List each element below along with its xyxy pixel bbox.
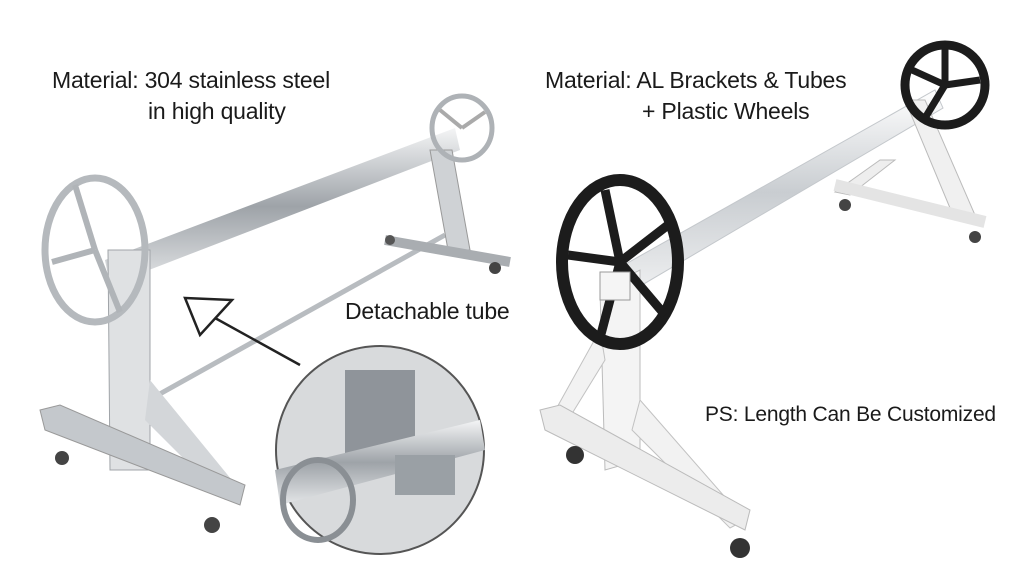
large-steel-wheel (41, 174, 149, 326)
right-material-label: Material: AL Brackets & Tubes (545, 67, 847, 93)
reel-tube (105, 128, 460, 285)
detachable-tube-label: Detachable tube (345, 298, 510, 324)
small-steel-wheel (429, 93, 495, 163)
right-wheels-label: + Plastic Wheels (642, 98, 810, 124)
large-black-wheel (556, 174, 684, 350)
aluminum-reel (539, 40, 990, 558)
left-material-label: Material: 304 stainless steel (52, 67, 331, 93)
customization-note: PS: Length Can Be Customized (705, 403, 996, 426)
left-quality-label: in high quality (148, 98, 286, 124)
arrow-icon (183, 296, 235, 338)
small-black-wheel (900, 40, 990, 130)
stainless-reel (39, 93, 511, 555)
detail-inset (275, 345, 485, 555)
